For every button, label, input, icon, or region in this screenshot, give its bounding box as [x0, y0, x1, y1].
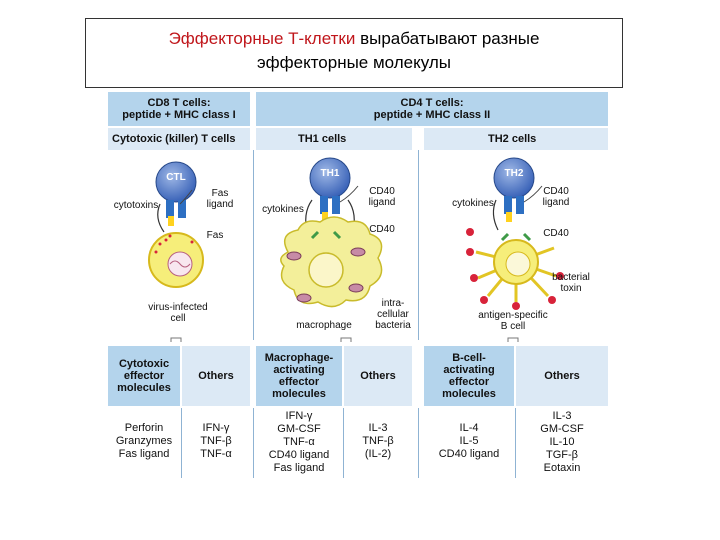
ctl-target-label: virus-infected cell [148, 302, 208, 324]
table-cd8-other-values: IFN-γ TNF-β TNF-α [200, 422, 232, 460]
ctl-fas-label: Fas [206, 230, 224, 241]
cell-illustrations [148, 157, 564, 342]
table-head-th1-text: Macrophage- activating effector molecule… [264, 352, 334, 400]
subheader-ctl: Cytotoxic (killer) T cells [108, 128, 250, 150]
header-cd8: CD8 T cells: peptide + MHC class I [108, 92, 250, 126]
th1-cd40-label: CD40 [369, 224, 395, 235]
ctl-fas-ligand-label: Fas ligand [206, 188, 234, 210]
th1-cell-label: TH1 [320, 168, 340, 179]
table-separator-4 [418, 408, 419, 478]
th2-cell-icon [493, 157, 543, 222]
table-separator-5 [515, 408, 516, 478]
th1-cytokines-label: cytokines [262, 204, 304, 215]
table-th2-other-values: IL-3 GM-CSF IL-10 TGF-β Eotaxin [540, 410, 584, 474]
table-head-th1: Macrophage- activating effector molecule… [256, 346, 342, 406]
table-head-th2-others-text: Others [544, 370, 580, 382]
table-th2-values: IL-4 IL-5 CD40 ligand [438, 422, 500, 460]
ctl-cytotoxins-label: cytotoxins [113, 200, 159, 211]
header-cd4: CD4 T cells: peptide + MHC class II [256, 92, 608, 126]
table-head-cd8-others: Others [182, 346, 250, 406]
virus-infected-cell-icon [148, 232, 204, 288]
th2-cell-label: TH2 [504, 168, 524, 179]
bacterial-toxin-icons [466, 228, 564, 310]
th1-target-label: macrophage [296, 320, 352, 331]
th2-target-label: antigen-specific B cell [478, 310, 548, 332]
th2-cd40-label: CD40 [543, 228, 569, 239]
th2-toxin-label: bacterial toxin [552, 272, 590, 294]
subheader-th1: TH1 cells [256, 128, 412, 150]
table-head-th2-text: B-cell- activating effector molecules [442, 352, 496, 400]
table-head-th2-others: Others [516, 346, 608, 406]
separator-2 [418, 150, 419, 340]
separator-1 [253, 150, 254, 340]
table-separator-1 [181, 408, 182, 478]
ctl-cell-label: CTL [166, 172, 186, 183]
effector-t-cell-figure: CD8 T cells: peptide + MHC class I CD4 T… [108, 92, 608, 480]
th1-cd40-ligand-label: CD40 ligand [368, 186, 396, 208]
table-head-cd8: Cytotoxic effector molecules [108, 346, 180, 406]
b-cell-icon [475, 232, 557, 302]
table-head-th1-others: Others [344, 346, 412, 406]
slide-title: Эффекторные Т-клетки вырабатывают разные… [85, 18, 623, 88]
th2-arrow [492, 199, 499, 231]
title-highlight: Эффекторные Т-клетки [168, 29, 356, 48]
table-separator-2 [253, 408, 254, 478]
th2-cd40-ligand-label: CD40 ligand [542, 186, 570, 208]
table-head-cd8-text: Cytotoxic effector molecules [117, 358, 171, 394]
subheader-th2: TH2 cells [424, 128, 608, 150]
down-arrows [170, 337, 519, 342]
table-cd8-values: Perforin Granzymes Fas ligand [115, 422, 173, 460]
table-head-th1-others-text: Others [360, 370, 396, 382]
table-th1-other-values: IL-3 TNF-β (IL-2) [362, 422, 394, 460]
ctl-cell-icon [155, 161, 197, 226]
ctl-arrow [157, 203, 165, 233]
th2-cytokines-label: cytokines [452, 198, 494, 209]
title-rest: вырабатывают разные [360, 29, 540, 48]
table-head-th2: B-cell- activating effector molecules [424, 346, 514, 406]
title-line2: эффекторные молекулы [256, 53, 452, 72]
macrophage-icon [280, 216, 383, 308]
th1-intracellular-label: intra- cellular bacteria [375, 298, 411, 331]
table-head-cd8-others-text: Others [198, 370, 234, 382]
th1-cell-icon [309, 157, 359, 222]
table-th1-values: IFN-γ GM-CSF TNF-α CD40 ligand Fas ligan… [268, 410, 330, 474]
table-separator-3 [343, 408, 344, 478]
